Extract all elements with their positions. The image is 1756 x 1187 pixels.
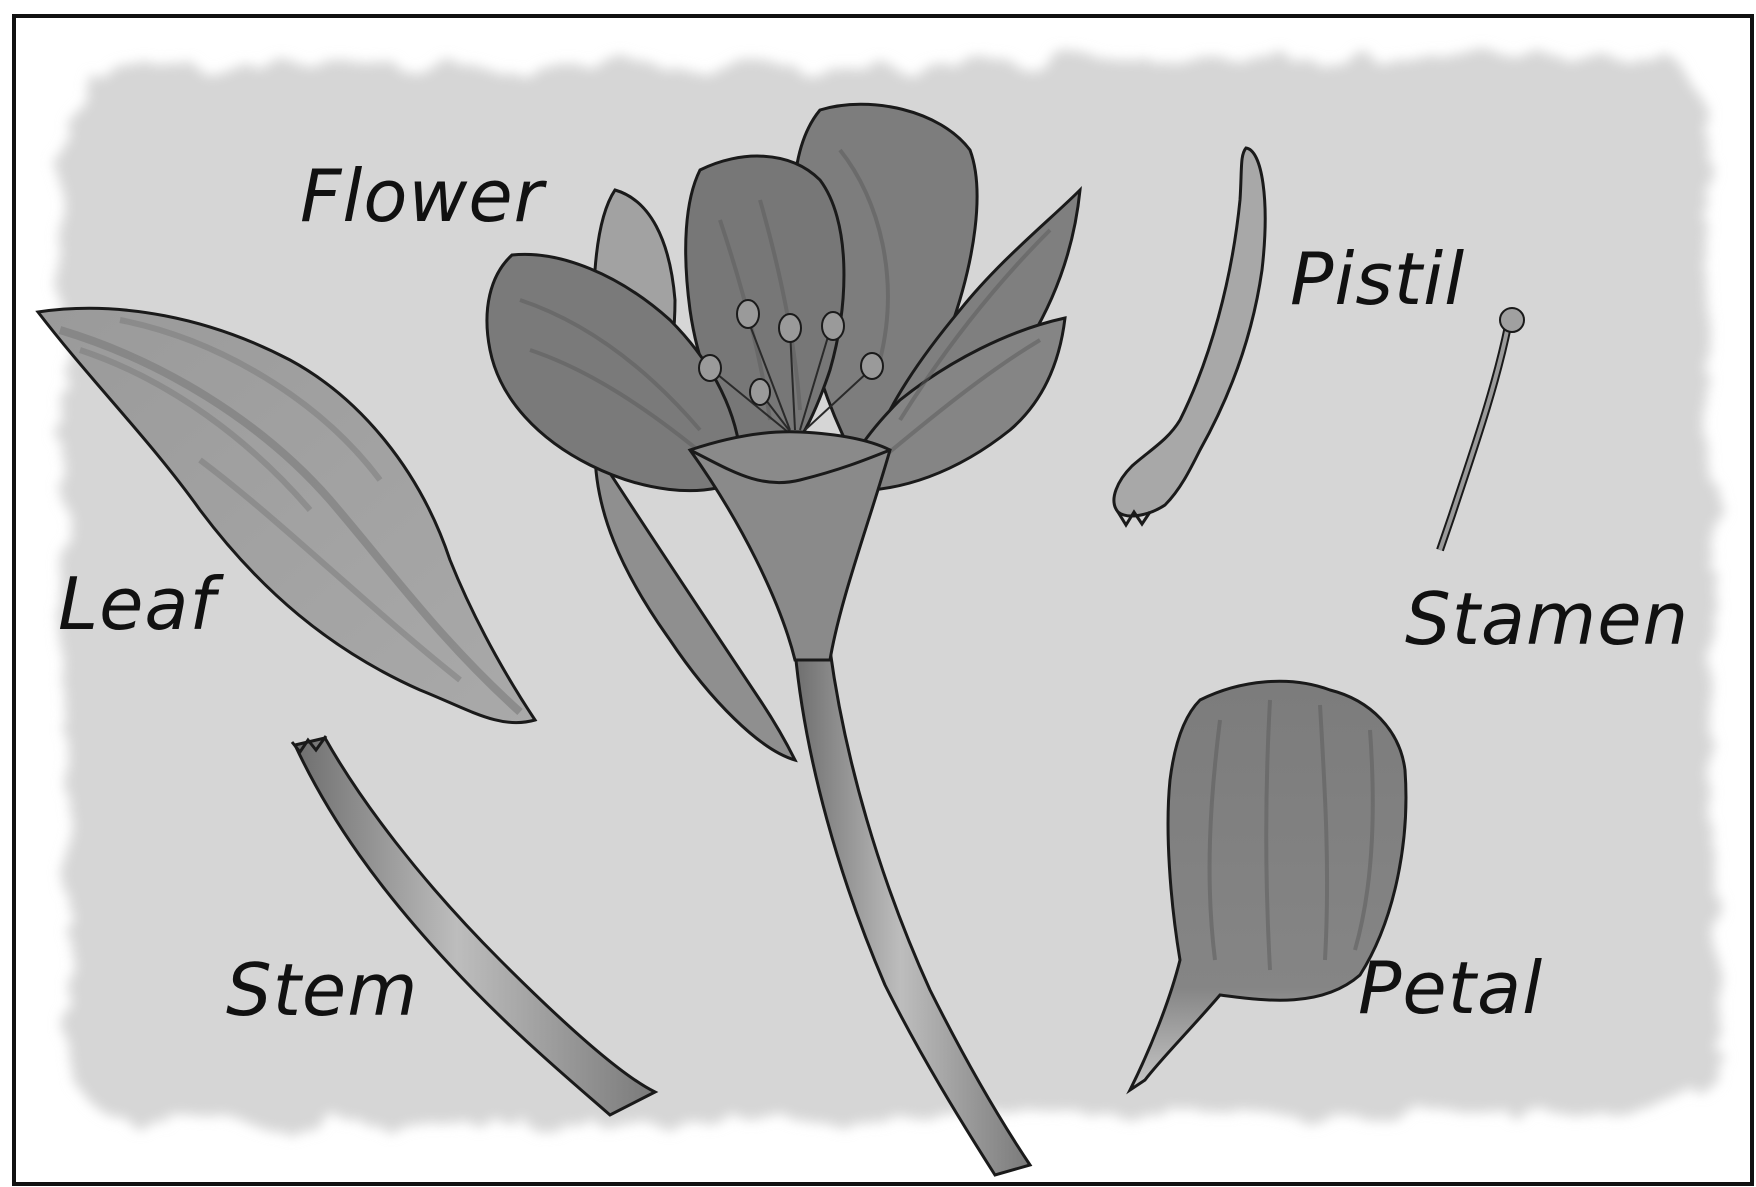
label-stamen: Stamen [1405,583,1689,655]
label-stem: Stem [226,954,418,1026]
label-flower: Flower [300,160,544,232]
label-pistil: Pistil [1290,243,1465,315]
label-leaf: Leaf [58,568,216,640]
label-petal: Petal [1358,952,1543,1024]
